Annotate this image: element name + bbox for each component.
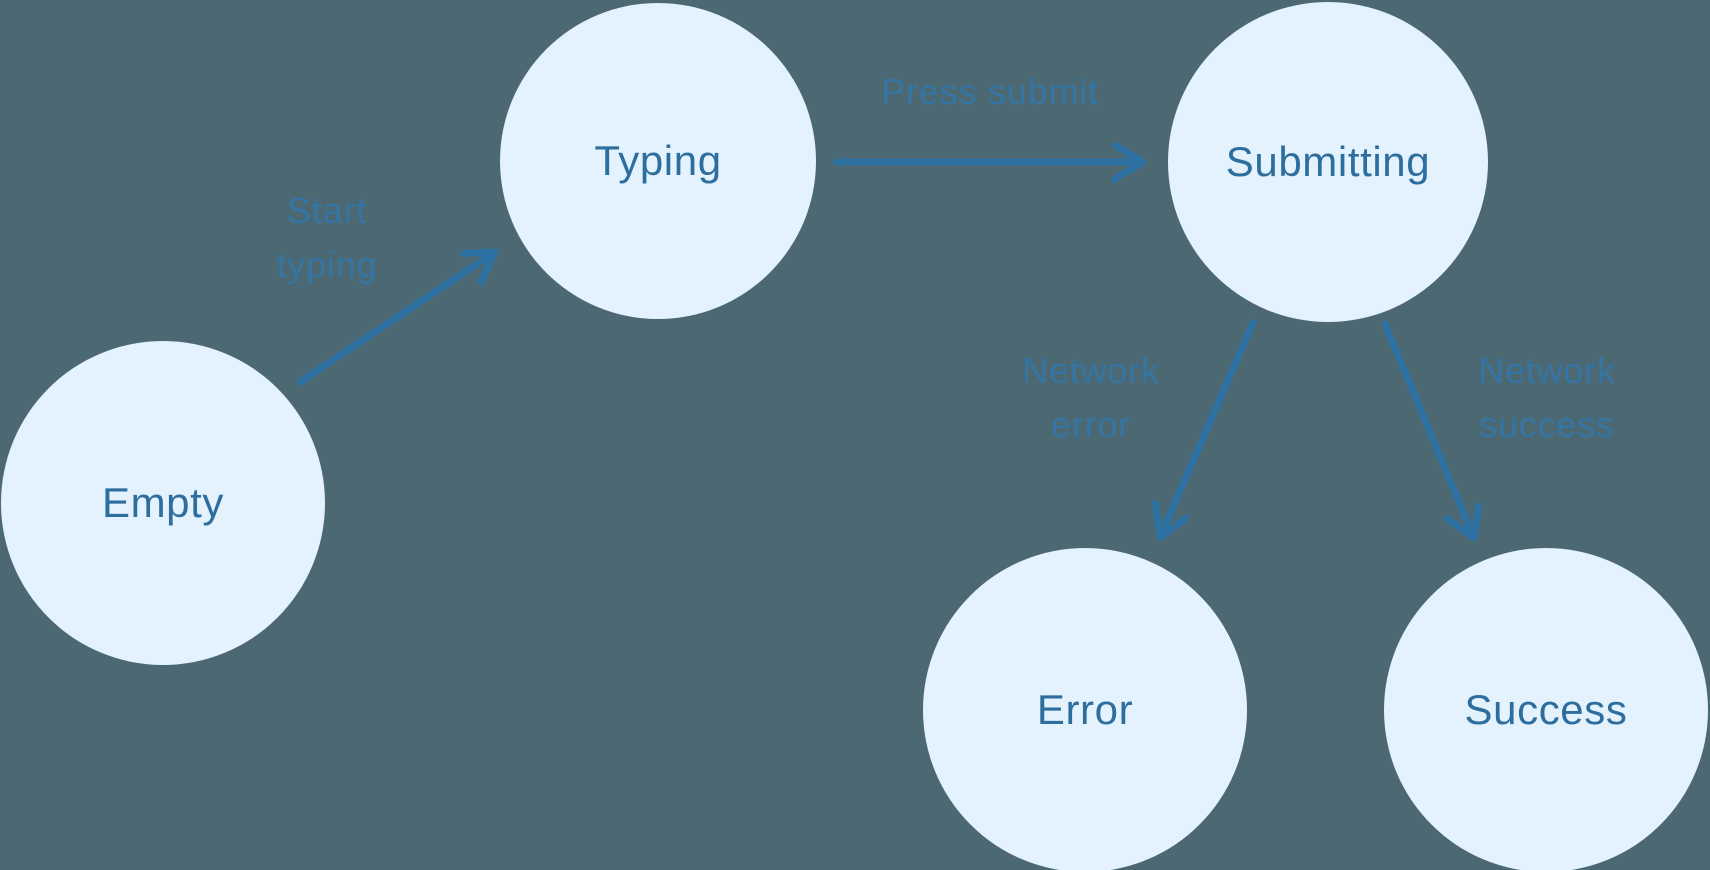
transition-label-line: typing	[276, 244, 378, 285]
transition-label-line: Network	[1478, 350, 1616, 391]
state-label-empty: Empty	[101, 479, 225, 526]
state-node-error: Error	[923, 548, 1247, 870]
transition-label-line: Network	[1022, 350, 1160, 391]
state-node-submitting: Submitting	[1168, 2, 1488, 322]
transition-label-network-error: Network error	[1022, 344, 1160, 452]
state-node-typing: Typing	[500, 3, 816, 319]
transition-label-line: Press submit	[881, 71, 1099, 112]
transition-arrow-start-typing	[296, 248, 499, 386]
transition-label-press-submit: Press submit	[881, 65, 1099, 119]
transition-label-line: success	[1479, 404, 1615, 445]
state-label-typing: Typing	[594, 137, 722, 184]
transition-label-line: Start	[286, 190, 368, 231]
state-node-success: Success	[1384, 548, 1708, 870]
transition-label-line: error	[1050, 404, 1132, 445]
state-label-submitting: Submitting	[1225, 138, 1431, 185]
state-label-success: Success	[1464, 686, 1628, 733]
transition-arrow-network-error	[1160, 319, 1257, 541]
transition-arrow-network-success	[1381, 320, 1474, 542]
transition-label-start-typing: Start typing	[277, 184, 378, 292]
state-label-error: Error	[1036, 686, 1134, 733]
transition-label-network-success: Network success	[1478, 344, 1616, 452]
state-node-empty: Empty	[1, 341, 325, 665]
